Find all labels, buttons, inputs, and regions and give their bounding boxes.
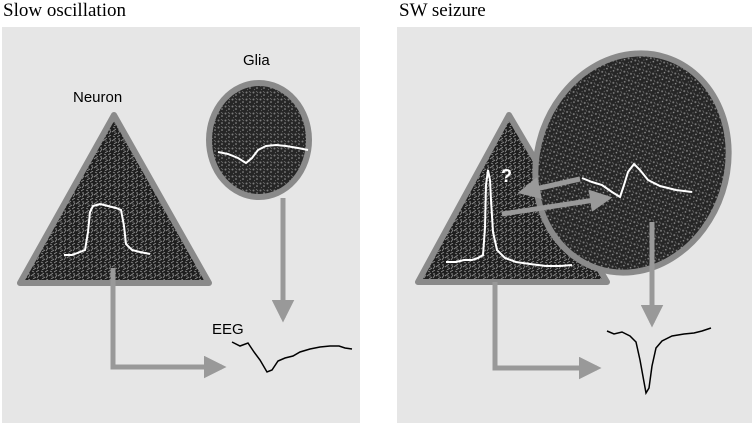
neuron-membrane-trace-left <box>64 202 151 256</box>
glia-membrane-trace-right <box>581 162 693 199</box>
neuron-seizure-trace-right <box>446 169 573 267</box>
eeg-trace-right <box>606 327 712 396</box>
eeg-label: EEG <box>212 321 244 338</box>
neuron-to-glia-arrow <box>501 189 613 217</box>
neuron-to-eeg-arrow <box>110 268 227 379</box>
glia-to-neuron-arrow <box>517 176 581 200</box>
neuron-to-eeg-arrow-right <box>492 282 602 380</box>
glia-cell-right <box>532 50 732 276</box>
eeg-trace-left <box>231 341 353 373</box>
neuron-cell-left <box>17 112 212 286</box>
slow-oscillation-title: Slow oscillation <box>3 0 126 21</box>
glia-label: Glia <box>243 52 270 69</box>
glia-membrane-trace-left <box>217 143 309 165</box>
glia-cell-left <box>206 80 312 200</box>
sw-seizure-title: SW seizure <box>399 0 486 21</box>
neuron-label: Neuron <box>73 89 123 106</box>
question-mark-label: ? <box>501 166 512 186</box>
